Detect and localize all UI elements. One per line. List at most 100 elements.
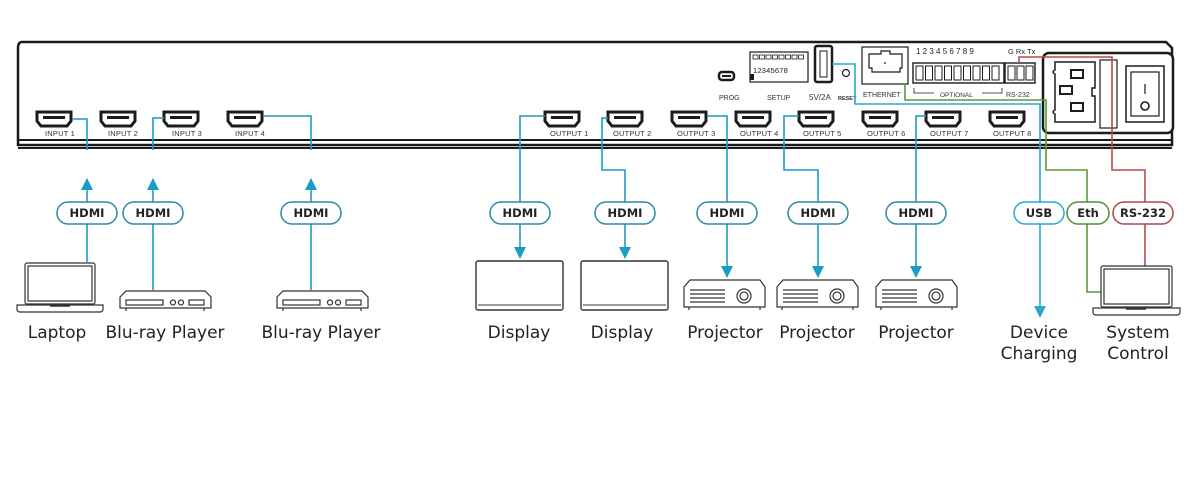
rs232-cable [1018, 56, 1146, 266]
arrow-down-icon [721, 266, 733, 278]
device-label: Display [488, 323, 551, 343]
cable-pill-output-2: HDMI [594, 201, 656, 225]
bluray-player-icon [119, 290, 212, 311]
output-port-label: OUTPUT 7 [930, 129, 969, 138]
output-port-label: OUTPUT 5 [803, 129, 842, 138]
output-port-label: OUTPUT 8 [993, 129, 1032, 138]
rs232-terminal-block[interactable] [1004, 62, 1036, 84]
cable-type-label: HDMI [70, 206, 105, 220]
hdmi-input-port-2[interactable] [99, 110, 137, 128]
arrow-up-icon [147, 178, 159, 190]
prog-label: PROG [719, 95, 740, 102]
output-ports: OUTPUT 1 OUTPUT 2 OUTPUT 3 OUTPUT 4 OUTP… [543, 110, 1032, 138]
cable-pill-input-3: HDMI [122, 201, 184, 225]
hdmi-output-port-7[interactable] [924, 110, 962, 128]
optional-pin-numbers: 1 2 3 4 5 6 7 8 9 [916, 47, 974, 56]
device-label: Projector [687, 323, 763, 343]
cable-type-label: HDMI [294, 206, 329, 220]
cable-pill-output-3: HDMI [696, 201, 758, 225]
power-module [1041, 51, 1175, 135]
bluray-player-icon [276, 290, 369, 311]
rs232-label: RS-232 [1006, 92, 1030, 99]
arrow-down-icon [1034, 306, 1046, 318]
ethernet-cable [904, 84, 1102, 293]
cable-pill-usb: USB [1013, 201, 1065, 225]
reset-button[interactable] [841, 68, 851, 78]
input-port-label: INPUT 2 [108, 129, 138, 138]
power-switch[interactable] [1125, 65, 1165, 123]
device-label: System [1106, 323, 1169, 343]
cable-labels: HDMI HDMI HDMI HDMI HDMI HDMI HDMI HDMI … [56, 201, 1174, 225]
setup-switch-numbers: 12345678 [753, 66, 788, 75]
hdmi-output-port-2[interactable] [606, 110, 644, 128]
laptop-icon [16, 262, 104, 313]
cable-type-label: RS-232 [1120, 206, 1166, 220]
cable-type-label: HDMI [899, 206, 934, 220]
cable-type-label: HDMI [710, 206, 745, 220]
cable-type-label: HDMI [136, 206, 171, 220]
output-port-label: OUTPUT 2 [613, 129, 652, 138]
projector-icon [776, 279, 859, 310]
cable-pill-rs232: RS-232 [1112, 201, 1174, 225]
device-label: Blu-ray Player [105, 323, 224, 343]
hdmi-output-port-4[interactable] [734, 110, 772, 128]
usb-charging-port[interactable] [813, 44, 834, 84]
laptop-icon [1092, 265, 1181, 316]
cable-type-label: HDMI [608, 206, 643, 220]
input-port-label: INPUT 3 [172, 129, 202, 138]
hdmi-output-port-5[interactable] [797, 110, 835, 128]
device-label: Laptop [28, 323, 87, 343]
output-2-cable [601, 117, 626, 250]
arrow-down-icon [812, 266, 824, 278]
arrow-down-icon [514, 247, 526, 259]
cable-type-label: HDMI [801, 206, 836, 220]
cable-pill-input-1: HDMI [56, 201, 118, 225]
arrow-up-icon [305, 178, 317, 190]
optional-label: OPTIONAL [940, 92, 973, 99]
hdmi-input-port-1[interactable] [35, 110, 73, 128]
reset-label: RESET [838, 96, 857, 102]
device-label: Device [1010, 323, 1068, 343]
prog-port[interactable] [717, 70, 736, 82]
arrow-down-icon [910, 266, 922, 278]
arrow-up-icon [81, 178, 93, 190]
cable-pill-output-5: HDMI [787, 201, 849, 225]
setup-label: SETUP [767, 95, 791, 102]
setup-dip-switch[interactable]: 12345678 [749, 51, 809, 83]
cable-type-label: HDMI [503, 206, 538, 220]
device-label: Projector [878, 323, 954, 343]
optional-terminal-block[interactable] [912, 62, 1005, 84]
arrow-down-icon [619, 247, 631, 259]
output-port-label: OUTPUT 6 [867, 129, 906, 138]
ac-power-inlet[interactable] [1052, 61, 1096, 123]
cable-type-label: USB [1026, 206, 1052, 220]
output-port-label: OUTPUT 4 [740, 129, 779, 138]
usb-port-label: 5V/2A [809, 93, 831, 102]
display-icon [475, 260, 564, 311]
output-port-label: OUTPUT 3 [677, 129, 716, 138]
hdmi-output-port-1[interactable] [543, 110, 581, 128]
hdmi-input-port-3[interactable] [162, 110, 200, 128]
input-port-label: INPUT 1 [45, 129, 75, 138]
device-label: Control [1107, 344, 1168, 364]
cable-pill-input-4: HDMI [280, 201, 342, 225]
hdmi-output-port-6[interactable] [861, 110, 899, 128]
output-port-label: OUTPUT 1 [550, 129, 589, 138]
hdmi-output-port-3[interactable] [670, 110, 708, 128]
projector-icon [875, 279, 958, 310]
cable-lines [72, 56, 1146, 310]
ethernet-port[interactable] [861, 46, 909, 85]
device-label: Blu-ray Player [261, 323, 380, 343]
input-ports: INPUT 1 INPUT 2 INPUT 3 INPUT 4 [35, 110, 265, 138]
cable-pill-output-1: HDMI [489, 201, 551, 225]
projector-icon [683, 279, 766, 310]
hdmi-input-port-4[interactable] [226, 110, 264, 128]
input-port-label: INPUT 4 [235, 129, 265, 138]
rs232-pin-labels: G Rx Tx [1008, 47, 1036, 56]
device-label: Charging [1001, 344, 1078, 364]
device-label: Display [591, 323, 654, 343]
hdmi-output-port-8[interactable] [988, 110, 1026, 128]
usb-cable [832, 63, 1041, 310]
arrow-heads [81, 178, 1046, 318]
